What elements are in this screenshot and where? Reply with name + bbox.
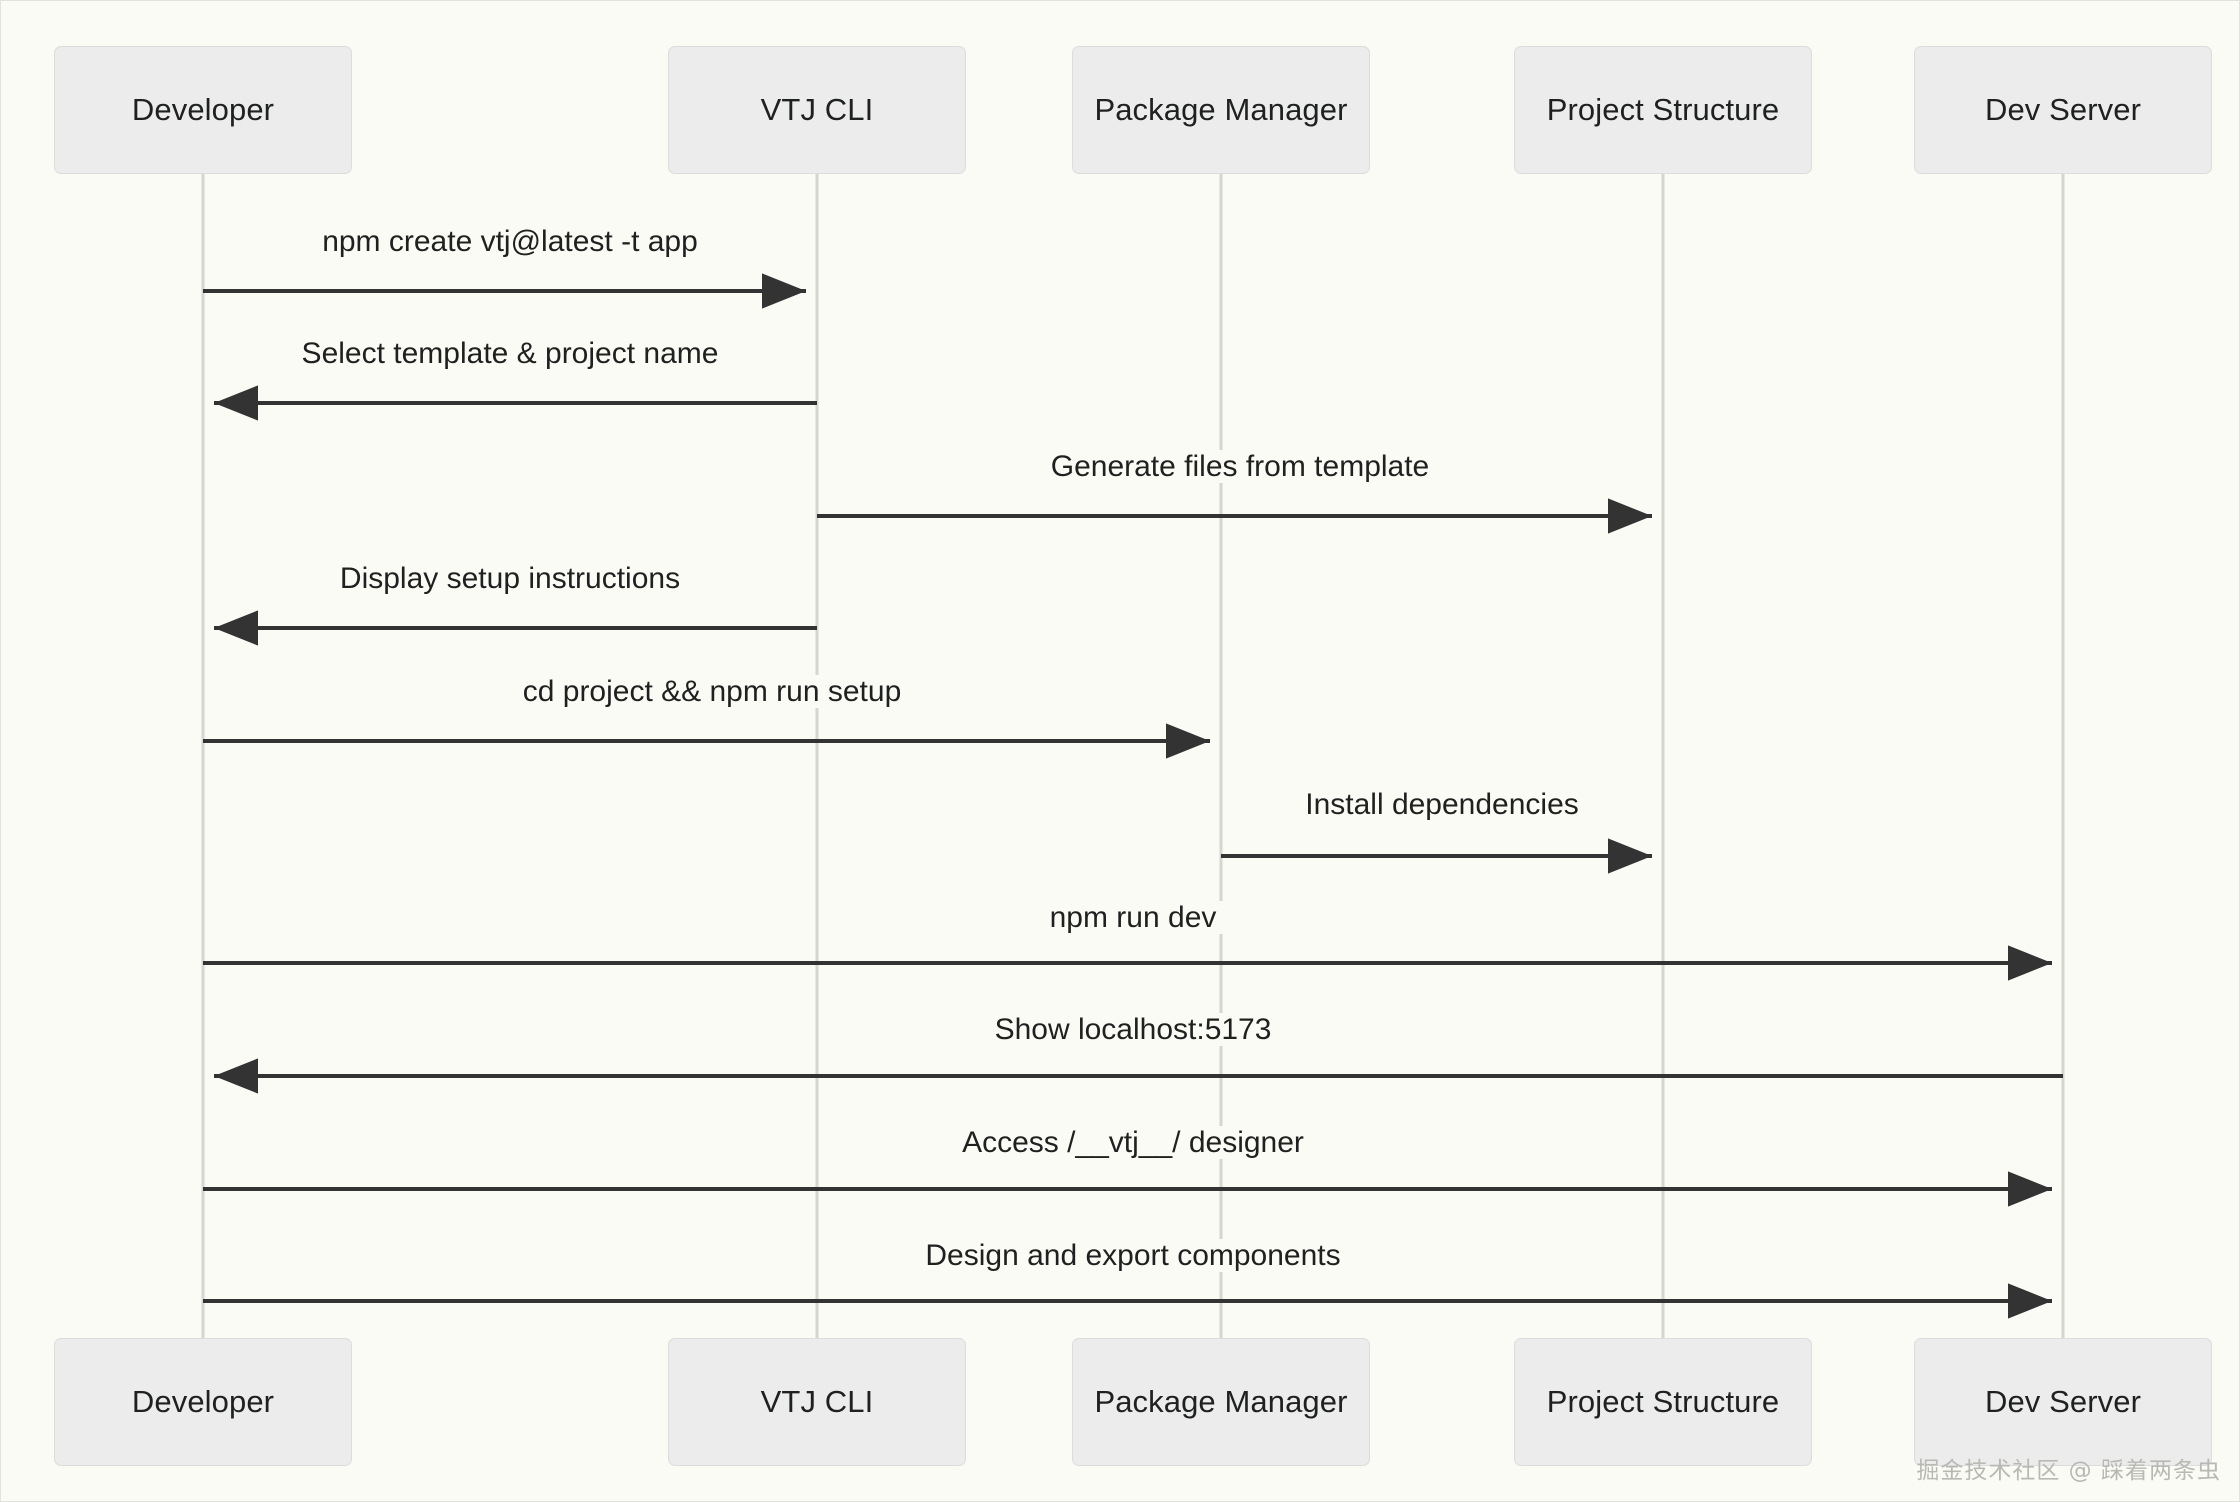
message-arrows-group xyxy=(203,273,2063,1319)
actor-label-dev-server: Dev Server xyxy=(1984,92,2142,127)
actor-label-vtj-cli: VTJ CLI xyxy=(760,1384,874,1419)
actor-box-project-structure-bottom[interactable]: Project Structure xyxy=(1514,1338,1812,1466)
actor-box-package-manager-top[interactable]: Package Manager xyxy=(1072,46,1370,174)
actor-box-vtj-cli-bottom[interactable]: VTJ CLI xyxy=(668,1338,966,1466)
actor-box-dev-server-bottom[interactable]: Dev Server xyxy=(1914,1338,2212,1466)
actor-box-developer-top[interactable]: Developer xyxy=(54,46,352,174)
watermark-text: 掘金技术社区 @ 踩着两条虫 xyxy=(1916,1458,2221,1484)
actor-label-developer: Developer xyxy=(131,92,275,127)
actor-box-package-manager-bottom[interactable]: Package Manager xyxy=(1072,1338,1370,1466)
message-label-9: Access /__vtj__/ designer xyxy=(954,1126,1312,1159)
actor-label-project-structure: Project Structure xyxy=(1546,92,1780,127)
message-label-8: Show localhost:5173 xyxy=(986,1013,1280,1046)
lifelines-group xyxy=(201,174,2065,1338)
actor-label-package-manager: Package Manager xyxy=(1094,1384,1348,1419)
actor-label-vtj-cli: VTJ CLI xyxy=(760,92,874,127)
message-label-6: Install dependencies xyxy=(1297,788,1587,821)
actor-box-developer-bottom[interactable]: Developer xyxy=(54,1338,352,1466)
message-label-4: Display setup instructions xyxy=(331,562,689,595)
message-label-7: npm run dev xyxy=(1041,901,1225,934)
actor-box-vtj-cli-top[interactable]: VTJ CLI xyxy=(668,46,966,174)
actor-label-dev-server: Dev Server xyxy=(1984,1384,2142,1419)
message-label-1: npm create vtj@latest -t app xyxy=(314,225,706,258)
actor-box-project-structure-top[interactable]: Project Structure xyxy=(1514,46,1812,174)
actor-label-package-manager: Package Manager xyxy=(1094,92,1348,127)
message-label-5: cd project && npm run setup xyxy=(514,675,910,708)
message-label-2: Select template & project name xyxy=(293,337,727,370)
message-label-3: Generate files from template xyxy=(1042,450,1438,483)
actor-label-developer: Developer xyxy=(131,1384,275,1419)
message-label-10: Design and export components xyxy=(917,1239,1349,1272)
actor-label-project-structure: Project Structure xyxy=(1546,1384,1780,1419)
actor-box-dev-server-top[interactable]: Dev Server xyxy=(1914,46,2212,174)
